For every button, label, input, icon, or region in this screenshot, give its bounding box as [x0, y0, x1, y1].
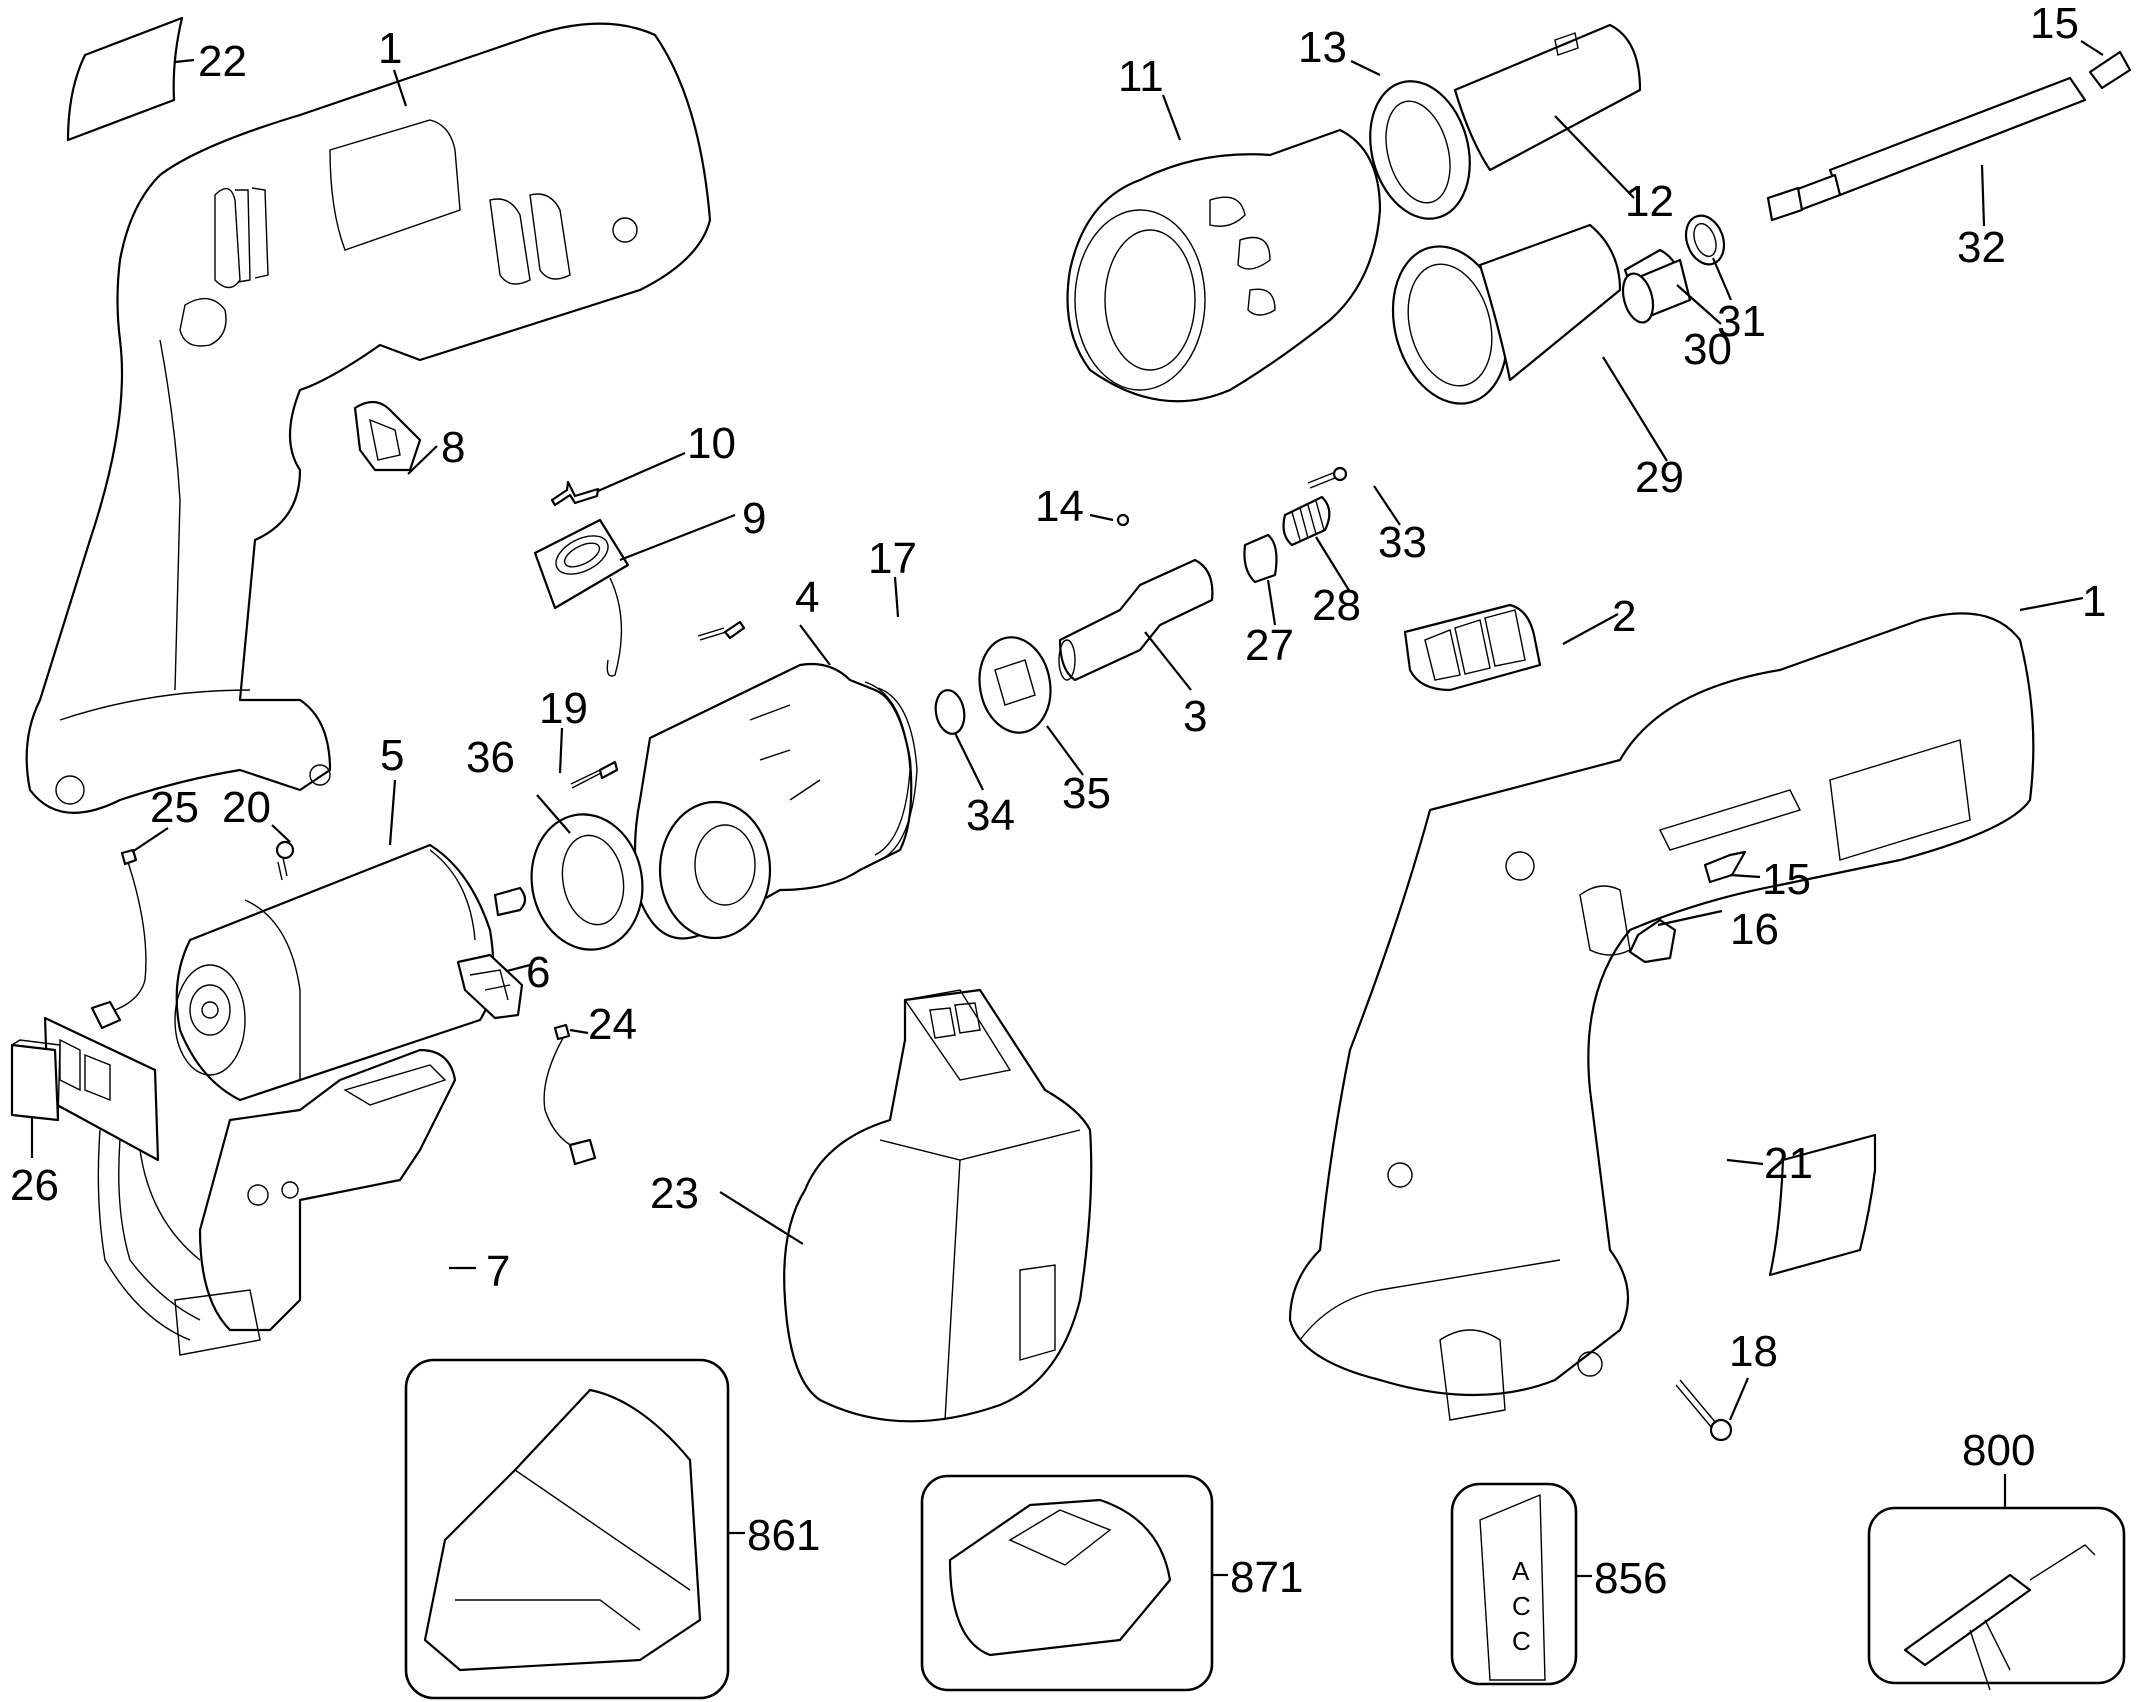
part-19-screw[interactable] — [570, 760, 619, 789]
callout-12[interactable]: 12 — [1625, 177, 1674, 226]
part-23-battery-pack[interactable] — [783, 988, 1093, 1423]
callout-29[interactable]: 29 — [1635, 453, 1684, 502]
callout-4[interactable]: 4 — [795, 573, 819, 622]
callout-11[interactable]: 11 — [1118, 52, 1164, 101]
accessory-card-letter-1: A — [1512, 1556, 1530, 1586]
part-32-bit-holder[interactable] — [1766, 76, 2087, 222]
part-14-ball[interactable] — [1116, 513, 1130, 527]
part-10-spring-contact[interactable] — [550, 480, 600, 507]
part-2-button[interactable] — [1403, 603, 1542, 692]
part-856-accessory-card[interactable]: A C C — [1450, 1482, 1578, 1686]
callout-33[interactable]: 33 — [1378, 518, 1427, 567]
part-11-collar[interactable] — [1066, 128, 1382, 403]
callout-13[interactable]: 13 — [1298, 23, 1347, 72]
callout-35[interactable]: 35 — [1062, 769, 1111, 818]
callout-15-right[interactable]: 15 — [1762, 855, 1811, 904]
callout-25[interactable]: 25 — [150, 783, 199, 832]
part-1-housing-right[interactable] — [1288, 612, 2035, 1421]
callout-861[interactable]: 861 — [747, 1511, 820, 1560]
part-6-brush-holder[interactable] — [456, 953, 524, 1020]
part-4-gear-case[interactable] — [633, 662, 918, 940]
callout-20[interactable]: 20 — [222, 783, 271, 832]
callout-28[interactable]: 28 — [1312, 581, 1361, 630]
part-30-sleeve[interactable] — [1618, 248, 1692, 326]
part-15-bit-right[interactable] — [1703, 850, 1747, 884]
callout-6[interactable]: 6 — [526, 948, 550, 997]
callout-21[interactable]: 21 — [1764, 1139, 1813, 1188]
part-18-screw[interactable] — [1675, 1379, 1733, 1442]
callout-5[interactable]: 5 — [380, 731, 404, 780]
callout-18[interactable]: 18 — [1729, 1327, 1778, 1376]
part-861-kit-box[interactable] — [404, 1358, 730, 1700]
part-27-cam[interactable] — [1243, 533, 1278, 584]
part-22-label-plate[interactable] — [66, 16, 184, 142]
part-12-nose-cone[interactable] — [1453, 23, 1642, 172]
callout-14[interactable]: 14 — [1035, 482, 1084, 531]
part-871-charger[interactable] — [920, 1474, 1214, 1692]
part-3-spindle[interactable] — [1058, 558, 1214, 682]
part-33-pin[interactable] — [1307, 466, 1348, 489]
leader-lines — [30, 40, 2104, 1578]
callout-871[interactable]: 871 — [1230, 1553, 1303, 1602]
callout-22[interactable]: 22 — [198, 37, 247, 86]
callout-17[interactable]: 17 — [868, 534, 917, 583]
terminal-block — [43, 1016, 201, 1341]
callout-24[interactable]: 24 — [588, 1000, 637, 1049]
callout-2[interactable]: 2 — [1612, 592, 1636, 641]
callout-8[interactable]: 8 — [441, 423, 465, 472]
callout-800[interactable]: 800 — [1962, 1426, 2035, 1475]
part-25-lead-wire[interactable] — [90, 848, 147, 1030]
part-36-washer[interactable] — [521, 805, 653, 958]
callout-27[interactable]: 27 — [1245, 621, 1294, 670]
part-5-motor[interactable] — [174, 843, 527, 1102]
part-9-switch-plate[interactable] — [533, 518, 630, 677]
part-17-screw[interactable] — [697, 620, 746, 641]
accessory-card-letter-3: C — [1512, 1626, 1531, 1656]
callout-7[interactable]: 7 — [486, 1247, 510, 1296]
part-13-ring[interactable] — [1356, 70, 1485, 230]
callout-32[interactable]: 32 — [1957, 223, 2006, 272]
part-8-clip[interactable] — [353, 400, 422, 472]
callout-1-right[interactable]: 1 — [2082, 577, 2106, 626]
part-16-bit-clip[interactable] — [1628, 918, 1677, 964]
part-20-screw[interactable] — [275, 840, 295, 881]
part-15-bit-top[interactable] — [2088, 50, 2132, 90]
part-1-housing-left[interactable] — [25, 22, 712, 814]
callout-856[interactable]: 856 — [1594, 1554, 1667, 1603]
part-34-o-ring[interactable] — [932, 688, 967, 736]
part-21-label-plate[interactable] — [1768, 1133, 1877, 1277]
part-29-clutch-collar[interactable] — [1376, 223, 1622, 417]
part-28-spring[interactable] — [1282, 495, 1331, 547]
callout-30[interactable]: 30 — [1683, 325, 1732, 374]
callout-labels: 22 1 8 10 9 17 4 19 36 5 25 20 6 24 7 26… — [10, 0, 2106, 1603]
part-7-switch[interactable] — [174, 1048, 457, 1356]
callout-31[interactable]: 31 — [1717, 297, 1766, 346]
callout-36[interactable]: 36 — [466, 733, 515, 782]
callout-9[interactable]: 9 — [742, 494, 766, 543]
part-800-bit-set[interactable] — [1867, 1506, 2126, 1691]
callout-3[interactable]: 3 — [1183, 692, 1207, 741]
callout-1-left[interactable]: 1 — [378, 24, 402, 73]
callout-15-top[interactable]: 15 — [2030, 0, 2079, 48]
part-26-pad[interactable] — [10, 1039, 61, 1122]
callout-34[interactable]: 34 — [966, 791, 1015, 840]
part-31-ring[interactable] — [1680, 210, 1731, 269]
callout-23[interactable]: 23 — [650, 1169, 699, 1218]
callout-26[interactable]: 26 — [10, 1161, 59, 1210]
callout-10[interactable]: 10 — [687, 419, 736, 468]
part-24-lead-wire[interactable] — [543, 1023, 597, 1166]
accessory-card-letter-2: C — [1512, 1591, 1531, 1621]
callout-19[interactable]: 19 — [539, 684, 588, 733]
callout-16[interactable]: 16 — [1730, 905, 1779, 954]
part-35-plate[interactable] — [972, 632, 1058, 739]
